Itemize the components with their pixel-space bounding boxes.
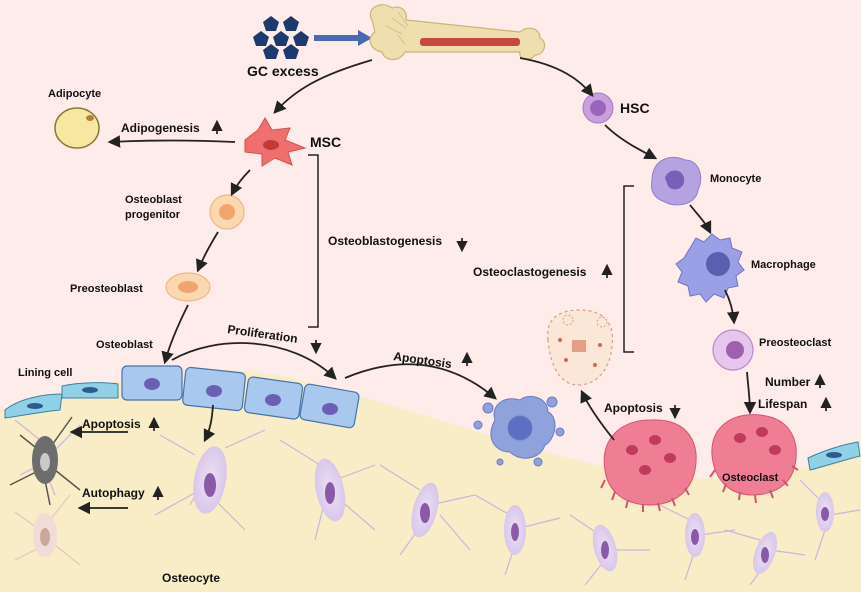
osteoblast-label: Osteoblast bbox=[96, 339, 153, 351]
lining-cells bbox=[4, 382, 861, 471]
osteoblastogenesis-bracket bbox=[308, 154, 319, 328]
gc-excess-label: GC excess bbox=[247, 63, 319, 79]
macrophage-label: Macrophage bbox=[751, 259, 816, 271]
change-indicators bbox=[148, 119, 832, 500]
apoptotic-osteocyte bbox=[9, 416, 81, 506]
osteocytes bbox=[193, 446, 834, 574]
preosteoblast-label: Preosteoblast bbox=[70, 283, 143, 295]
osteoblast-nuclei bbox=[144, 378, 338, 415]
osteoblast-progenitor-label-1: Osteoblast bbox=[125, 194, 182, 206]
apoptosis-osteoblast-label: Apoptosis bbox=[393, 349, 453, 371]
number-label: Number bbox=[765, 375, 811, 389]
bone-matrix bbox=[0, 369, 861, 592]
monocyte-cell bbox=[650, 156, 702, 206]
gc-pentagons bbox=[253, 16, 309, 59]
preosteoclast-label: Preosteoclast bbox=[759, 337, 831, 349]
hsc-label: HSC bbox=[620, 100, 650, 116]
msc-cell bbox=[244, 117, 307, 167]
monocyte-label: Monocyte bbox=[710, 173, 761, 185]
pathway-arrows bbox=[69, 57, 757, 515]
gc-arrow-head bbox=[358, 30, 372, 46]
preosteoblast-cell bbox=[165, 272, 211, 302]
msc-label: MSC bbox=[310, 134, 341, 150]
osteoclastogenesis-bracket bbox=[623, 185, 634, 353]
apoptotic-osteoclast bbox=[547, 309, 614, 386]
apoptosis-osteoclast-label: Apoptosis bbox=[604, 401, 663, 415]
adipocyte-cell bbox=[54, 107, 100, 149]
autophagic-osteocyte bbox=[14, 494, 81, 566]
adipocyte-label: Adipocyte bbox=[48, 88, 101, 100]
apoptotic-osteoblast-body bbox=[473, 396, 565, 467]
adipogenesis-label: Adipogenesis bbox=[121, 121, 200, 135]
osteoclasts bbox=[600, 414, 799, 512]
osteoblast-progenitor-cell bbox=[209, 194, 245, 230]
bone-icon bbox=[369, 4, 546, 61]
osteoclast-label: Osteoclast bbox=[722, 472, 779, 484]
apoptosis-osteocyte-label: Apoptosis bbox=[82, 417, 141, 431]
osteocyte-label: Osteocyte bbox=[162, 571, 220, 585]
lining-cell-label: Lining cell bbox=[18, 367, 72, 379]
hsc-cell bbox=[582, 92, 614, 124]
preosteoclast-cell bbox=[712, 329, 754, 371]
osteoblastogenesis-label: Osteoblastogenesis bbox=[328, 234, 442, 248]
macrophage-cell bbox=[675, 233, 745, 303]
autophagy-label: Autophagy bbox=[82, 486, 145, 500]
osteoclastogenesis-label: Osteoclastogenesis bbox=[473, 265, 587, 279]
lifespan-label: Lifespan bbox=[758, 397, 807, 411]
osteoblast-progenitor-label-2: progenitor bbox=[125, 209, 181, 221]
